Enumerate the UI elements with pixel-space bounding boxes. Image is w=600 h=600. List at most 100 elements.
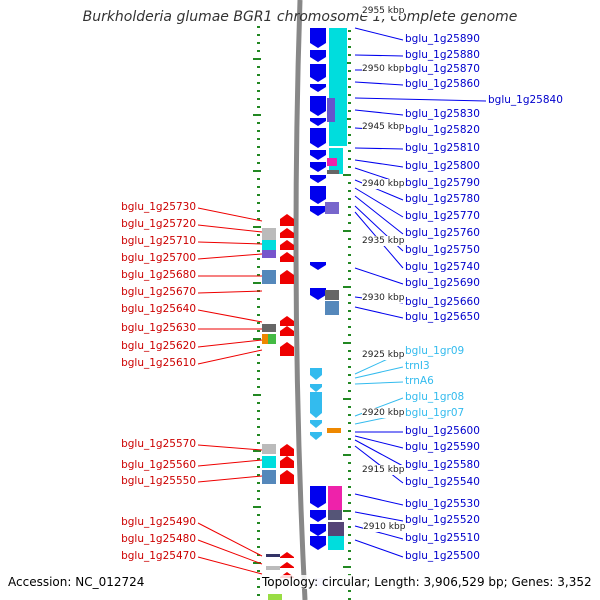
accession-text: Accession: NC_012724 [8, 575, 145, 589]
tick-mark-right [348, 558, 351, 560]
forward-gene-arrow [310, 150, 326, 160]
tick-mark-left [257, 154, 260, 156]
tick-mark-left [257, 66, 260, 68]
tick-mark-right [348, 430, 351, 432]
scale-label: 2940 kbp [362, 179, 405, 189]
gene-label-left: bglu_1g25640 [121, 303, 196, 315]
product-box [325, 301, 339, 315]
label-connector-line [197, 339, 263, 348]
tick-mark-left [257, 442, 260, 444]
product-box [268, 594, 282, 600]
label-connector-line [354, 511, 404, 522]
tick-mark-right [348, 462, 351, 464]
forward-gene-arrow [310, 206, 326, 216]
reverse-gene-arrow [280, 228, 294, 238]
tick-mark-right [348, 94, 351, 96]
rna-gene-label: bglu_1gr09 [405, 345, 465, 357]
tick-mark-left [257, 426, 260, 428]
gene-label-right: bglu_1g25800 [405, 160, 480, 172]
tick-mark-left [253, 114, 261, 116]
tick-mark-right [343, 510, 351, 512]
gene-label-right: bglu_1g25510 [405, 532, 480, 544]
tick-mark-left [257, 322, 260, 324]
tick-mark-right [348, 198, 351, 200]
gene-label-right: bglu_1g25530 [405, 498, 480, 510]
tick-mark-left [257, 530, 260, 532]
tick-mark-left [257, 26, 260, 28]
tick-mark-right [348, 150, 351, 152]
tick-mark-left [257, 354, 260, 356]
tick-mark-right [348, 222, 351, 224]
tick-mark-left [253, 450, 261, 452]
gene-label-left: bglu_1g25630 [121, 322, 196, 334]
tick-mark-left [257, 50, 260, 52]
label-connector-line [354, 81, 404, 86]
gene-label-left: bglu_1g25470 [121, 550, 196, 562]
product-box [266, 554, 280, 557]
tick-mark-right [348, 294, 351, 296]
product-box [262, 250, 276, 258]
tick-mark-left [253, 562, 261, 564]
product-box [268, 334, 276, 344]
tick-mark-right [348, 438, 351, 440]
gene-label-right: bglu_1g25780 [405, 193, 480, 205]
product-box [266, 566, 280, 570]
scale-label: 2945 kbp [362, 122, 405, 132]
tick-mark-right [348, 78, 351, 80]
tick-mark-right [348, 374, 351, 376]
label-connector-line [354, 109, 404, 116]
reverse-gene-arrow [280, 214, 294, 226]
tick-mark-right [348, 238, 351, 240]
label-connector-line [354, 439, 404, 467]
product-box [325, 202, 339, 214]
forward-gene-arrow [310, 162, 326, 172]
scale-label: 2955 kbp [362, 6, 405, 16]
tick-mark-left [257, 306, 260, 308]
gene-label-right: bglu_1g25890 [405, 33, 480, 45]
tick-mark-right [348, 350, 351, 352]
tick-mark-left [257, 138, 260, 140]
product-box [262, 270, 276, 284]
gene-label-left: bglu_1g25610 [121, 357, 196, 369]
forward-gene-arrow [310, 392, 322, 418]
tick-mark-right [348, 310, 351, 312]
tick-mark-left [253, 170, 261, 172]
tick-mark-right [348, 414, 351, 416]
tick-mark-left [257, 234, 260, 236]
label-connector-line [354, 539, 404, 558]
tick-mark-left [257, 458, 260, 460]
tick-mark-right [348, 470, 351, 472]
tick-mark-right [348, 190, 351, 192]
tick-mark-left [257, 210, 260, 212]
tick-mark-left [257, 546, 260, 548]
gene-label-right: bglu_1g25760 [405, 227, 480, 239]
tick-mark-right [343, 230, 351, 232]
tick-mark-right [348, 318, 351, 320]
map-title: Burkholderia glumae BGR1 chromosome 1, c… [82, 9, 518, 25]
tick-mark-right [348, 206, 351, 208]
gene-label-right: bglu_1g25660 [405, 296, 480, 308]
tick-mark-right [348, 30, 351, 32]
rna-gene-label: trnA6 [405, 375, 434, 387]
forward-gene-arrow [310, 84, 326, 92]
forward-gene-arrow [310, 175, 326, 183]
tick-mark-right [348, 126, 351, 128]
tick-mark-left [257, 466, 260, 468]
tick-track-right [343, 30, 351, 600]
tick-mark-left [257, 522, 260, 524]
topology-text: Topology: circular; Length: 3,906,529 bp… [262, 575, 592, 589]
rna-gene-label: bglu_1gr08 [405, 391, 465, 403]
forward-gene-arrow [310, 384, 322, 392]
tick-mark-left [257, 146, 260, 148]
reverse-gene-arrow [280, 552, 294, 558]
gene-label-right: bglu_1g25860 [405, 78, 480, 90]
label-connector-line [354, 187, 404, 218]
label-connectors [197, 27, 487, 575]
gene-label-left: bglu_1g25670 [121, 286, 196, 298]
tick-mark-left [257, 194, 260, 196]
tick-mark-left [257, 586, 260, 588]
scale-label: 2930 kbp [362, 293, 405, 303]
reverse-gene-arrow [280, 470, 294, 484]
scale-label: 2950 kbp [362, 64, 405, 74]
